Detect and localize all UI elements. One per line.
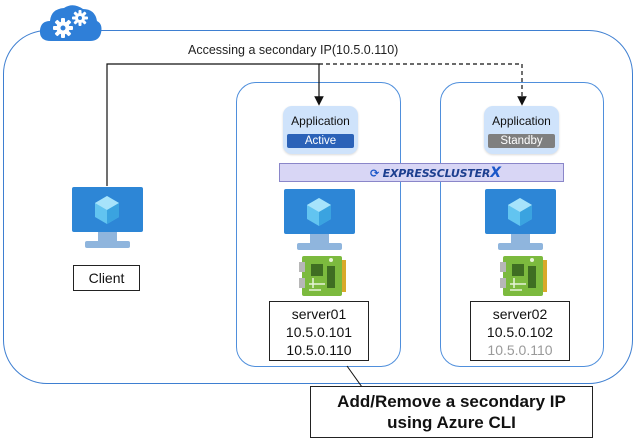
primary-ip: 10.5.0.101 xyxy=(285,324,353,340)
standby-access-line xyxy=(319,63,527,106)
server01-info: server01 10.5.0.101 10.5.0.110 xyxy=(269,301,369,361)
primary-ip: 10.5.0.102 xyxy=(486,324,554,340)
client-label: Client xyxy=(73,265,140,291)
secondary-ip-inactive: 10.5.0.110 xyxy=(487,342,553,358)
cluster-logo-x: X xyxy=(490,165,501,181)
cluster-swirl-icon: ⟳ xyxy=(370,167,380,180)
virtual-machine-icon xyxy=(283,188,356,257)
cloud-gear-icon xyxy=(37,1,103,45)
access-label: Accessing a secondary IP(10.5.0.110) xyxy=(188,43,399,57)
server02-info: server02 10.5.0.102 10.5.0.110 xyxy=(470,301,570,361)
azure-cli-callout: Add/Remove a secondary IP using Azure CL… xyxy=(310,386,593,438)
application-box-server02: Application Standby xyxy=(484,106,559,154)
status-badge-standby: Standby xyxy=(488,134,555,148)
callout-line-2: using Azure CLI xyxy=(387,413,516,432)
expresscluster-logo: ⟳ EXPRESSCLUSTERX xyxy=(370,165,501,181)
virtual-machine-icon xyxy=(71,186,144,255)
application-box-server01: Application Active xyxy=(283,106,358,154)
circuit-board-icon xyxy=(500,254,548,303)
expresscluster-bar: ⟳ EXPRESSCLUSTERX xyxy=(279,163,564,182)
callout-line-1: Add/Remove a secondary IP xyxy=(337,392,566,411)
server-name: server02 xyxy=(492,306,548,322)
server02-frame xyxy=(440,82,604,367)
cloud-boundary xyxy=(3,30,633,384)
circuit-board-icon xyxy=(299,254,347,303)
secondary-ip: 10.5.0.110 xyxy=(286,342,352,358)
callout-pointer xyxy=(346,365,363,388)
virtual-machine-icon xyxy=(484,188,557,257)
server-name: server01 xyxy=(291,306,347,322)
cluster-logo-text: EXPRESSCLUSTER xyxy=(382,167,491,180)
application-label: Application xyxy=(291,114,350,128)
application-label: Application xyxy=(492,114,551,128)
active-access-line xyxy=(106,63,324,186)
status-badge-active: Active xyxy=(287,134,354,148)
